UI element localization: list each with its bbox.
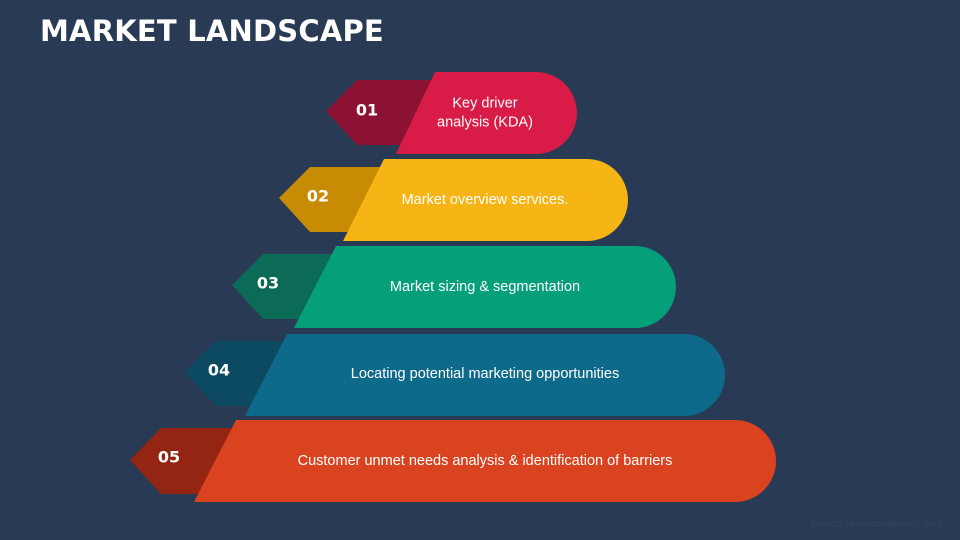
step-4-text-line: Locating potential marketing opportuniti… xyxy=(351,366,619,382)
step-2: 02 Market overview services. xyxy=(279,159,628,241)
step-4-bar xyxy=(245,334,725,416)
step-3-text: Market sizing & segmentation xyxy=(390,279,580,295)
step-2-text-line: Market overview services. xyxy=(402,192,569,208)
step-1: 01 Key driver analysis (KDA) xyxy=(326,72,577,154)
step-2-text: Market overview services. xyxy=(402,192,569,208)
step-4: 04 Locating potential marketing opportun… xyxy=(185,334,725,416)
step-4-number: 04 xyxy=(208,361,230,380)
step-5-text: Customer unmet needs analysis & identifi… xyxy=(298,453,673,469)
step-1-bar xyxy=(396,72,577,154)
step-2-number: 02 xyxy=(307,187,329,206)
step-3-bar xyxy=(294,246,676,328)
step-5-number: 05 xyxy=(158,448,180,467)
step-1-text: Key driver analysis (KDA) xyxy=(437,95,533,130)
step-3-number: 03 xyxy=(257,274,279,293)
step-2-bar xyxy=(343,159,628,241)
step-5: 05 Customer unmet needs analysis & ident… xyxy=(130,420,776,502)
step-5-text-line: Customer unmet needs analysis & identifi… xyxy=(298,453,673,469)
page-title: MARKET LANDSCAPE xyxy=(40,14,384,48)
step-5-bar xyxy=(194,420,776,502)
step-1-text-line: analysis (KDA) xyxy=(437,114,533,130)
step-4-text: Locating potential marketing opportuniti… xyxy=(351,366,619,382)
source-credit: Source: researchoptimus.com xyxy=(809,519,942,530)
step-1-number: 01 xyxy=(356,101,378,120)
step-1-text-line: Key driver xyxy=(452,95,517,111)
step-3: 03 Market sizing & segmentation xyxy=(232,246,676,328)
step-3-text-line: Market sizing & segmentation xyxy=(390,279,580,295)
